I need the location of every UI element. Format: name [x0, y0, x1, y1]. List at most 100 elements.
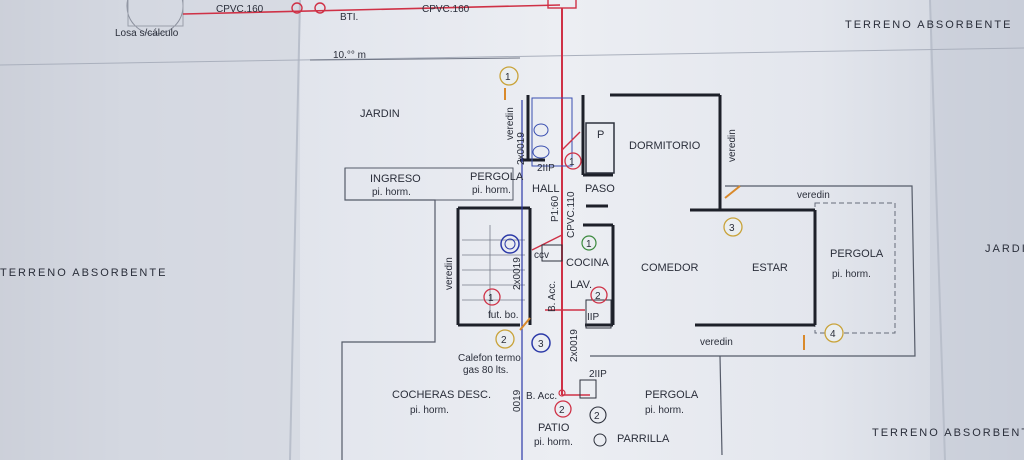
ingreso-outline: [344, 167, 514, 201]
ccv-box: [541, 244, 563, 262]
lav-label: LAV.: [570, 279, 592, 291]
pergola-right-floor: pi. horm.: [832, 269, 871, 280]
red-branch-bath: [561, 131, 581, 151]
pergola-front-floor: pi. horm.: [472, 185, 511, 196]
pergola-bottom-label: PERGOLA: [645, 389, 699, 401]
jardin-right-label: JARDIN: [985, 243, 1024, 255]
site-outline-left: [341, 168, 436, 460]
cocina-outlet-icon: [581, 235, 597, 251]
bti-fitting-left: [291, 2, 303, 14]
ingreso-floor: pi. horm.: [372, 187, 411, 198]
ccv-label: ccv: [534, 250, 549, 261]
comedor-label: COMEDOR: [641, 262, 699, 274]
iip-label: IIP: [587, 312, 600, 323]
paper-crease-top: [0, 47, 1024, 66]
bti-fitting-right: [314, 2, 326, 14]
fut-bo-label: fut. bo.: [488, 310, 519, 321]
terreno-top-right: TERRENO ABSORBENTE: [845, 19, 1012, 31]
svg-text:1: 1: [505, 72, 511, 83]
closet-box: [585, 122, 615, 174]
iip-top-label: 2IIP: [537, 163, 555, 174]
b-acc-point: [558, 389, 566, 397]
svg-text:1: 1: [488, 293, 494, 304]
pipe-cpvc110-label: CPVC.110: [566, 191, 577, 238]
marker-1-mid: 1: [564, 152, 582, 170]
svg-text:2: 2: [559, 405, 565, 416]
cocheras-floor: pi. horm.: [410, 405, 449, 416]
ingreso-label: INGRESO: [370, 173, 421, 185]
chamber-box: [547, 0, 577, 9]
svg-text:3: 3: [538, 339, 544, 350]
marker-1-cocina: 1: [586, 239, 592, 250]
dimension-line: [309, 57, 521, 61]
svg-text:4: 4: [830, 329, 836, 340]
svg-text:2: 2: [594, 411, 600, 422]
marker-1-bath: 1: [483, 288, 501, 306]
svg-text:2: 2: [595, 291, 601, 302]
parrilla-icon: [593, 433, 607, 447]
marker-4: 4: [824, 323, 844, 343]
marker-2-bottom: 2: [554, 400, 572, 418]
svg-text:1: 1: [569, 157, 575, 168]
terreno-bottom-right: TERRENO ABSORBENTE: [872, 427, 1024, 439]
closet-label: P: [597, 129, 604, 141]
bti-label: BTI.: [340, 12, 358, 23]
pipe-left-label: CPVC.160: [216, 4, 264, 15]
marker-3-estar: 3: [723, 217, 743, 237]
toilet-icon: [533, 123, 549, 137]
drain-marks: [504, 88, 805, 350]
svg-text:1: 1: [586, 239, 592, 250]
paper-crease-left: [289, 0, 301, 460]
dimension-label: 10.°° m: [333, 50, 366, 61]
cocheras-label: COCHERAS DESC.: [392, 389, 491, 401]
svg-text:2: 2: [501, 335, 507, 346]
parrilla-label: PARRILLA: [617, 433, 670, 445]
veredin-top-label: veredin: [505, 107, 516, 140]
patio-floor: pi. horm.: [534, 437, 573, 448]
patio-label: PATIO: [538, 422, 570, 434]
pipe-0019-label: 0019: [512, 389, 523, 412]
marker-2-left: 2: [495, 329, 515, 349]
house-walls: [456, 93, 817, 327]
pipe-2x0019-mid: 2x0019: [512, 257, 523, 290]
dormitorio-label: DORMITORIO: [629, 140, 701, 152]
sink-icon: [532, 145, 550, 159]
iip-box-bottom: [579, 379, 597, 399]
b-acc-mid-label: B. Acc.: [547, 281, 558, 312]
terreno-left: TERRENO ABSORBENTE: [0, 267, 167, 279]
iip-bottom-label: 2IIP: [589, 369, 607, 380]
svg-text:3: 3: [729, 223, 735, 234]
jardin-label: JARDIN: [360, 108, 400, 120]
iip-box: [585, 299, 612, 329]
marker-3-calefon: 3: [538, 339, 544, 350]
water-heater-inner: [504, 238, 516, 250]
red-branch-ccv: [531, 234, 563, 251]
veredin-dorm-label: veredin: [727, 129, 738, 162]
pergola-bottom-floor: pi. horm.: [645, 405, 684, 416]
paso-label: PASO: [585, 183, 615, 195]
hall-label: HALL: [532, 183, 560, 195]
veredin-right-label: veredin: [797, 190, 830, 201]
pergola-bottom-edge: [719, 355, 723, 456]
paper-crease-right: [929, 0, 946, 460]
marker-2-lav: 2: [590, 286, 608, 304]
pipe-2x0019-top: 2x0019: [516, 132, 527, 165]
calefon-icon: [531, 333, 551, 353]
paper-fold-left: [0, 0, 300, 460]
pergola-front-label: PERGOLA: [470, 171, 524, 183]
losa-label: Losa s/cálculo: [115, 28, 179, 39]
marker-1-top: 1: [499, 66, 519, 86]
pipe-right-label: CPVC.160: [422, 4, 470, 15]
b-acc-bottom-label: B. Acc.: [526, 391, 557, 402]
estar-label: ESTAR: [752, 262, 788, 274]
veredin-bottom-label: veredin: [700, 337, 733, 348]
pipe-2x0019-low: 2x0019: [569, 329, 580, 362]
pergola-right-dashed: [814, 202, 896, 334]
pipe-p160-label: P1:60: [550, 195, 561, 222]
losa-box: [127, 0, 184, 27]
site-outline-right: [590, 185, 916, 357]
water-heater-icon: [500, 234, 520, 254]
veredin-left-label: veredin: [444, 257, 455, 290]
